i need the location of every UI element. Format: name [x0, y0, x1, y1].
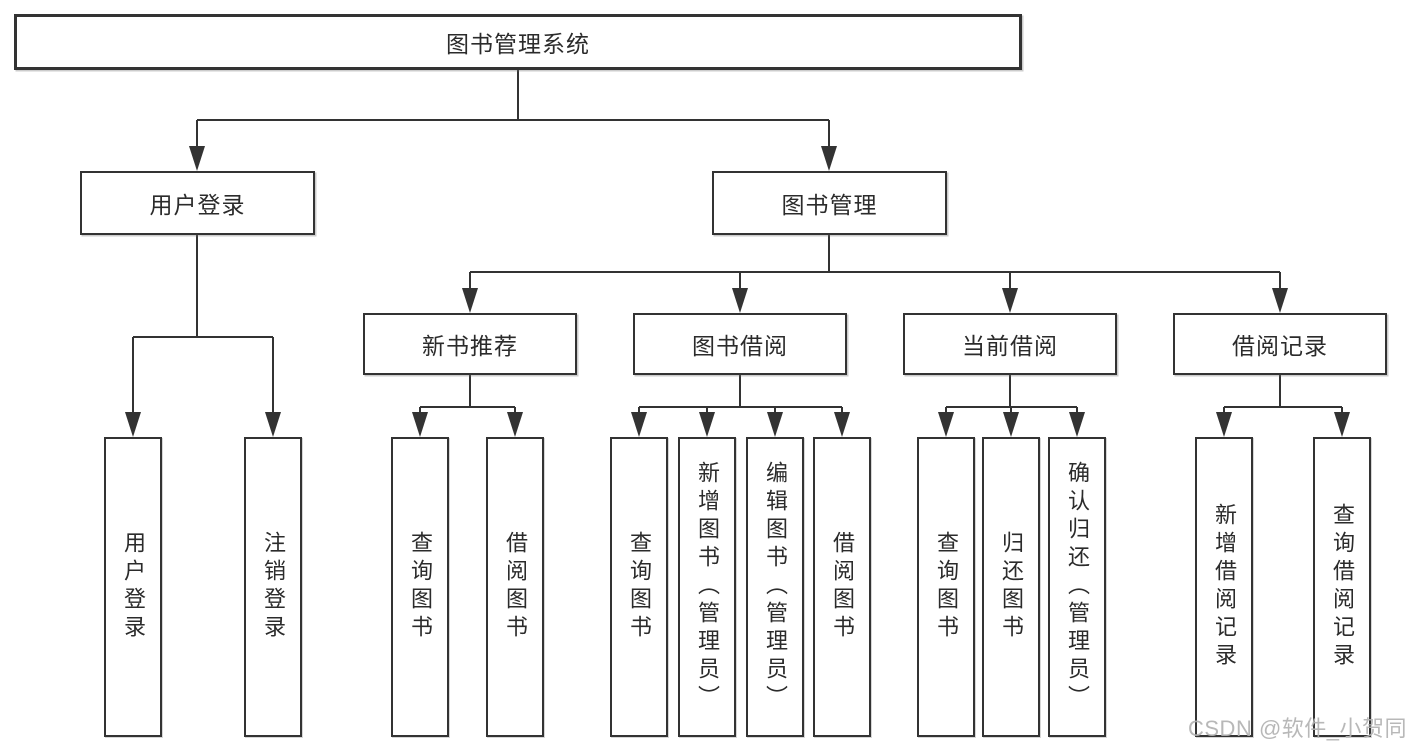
- leaf-user-login-label: 用户登录: [121, 531, 146, 643]
- arrow-down-icon: [699, 412, 715, 437]
- arrow-down-icon: [767, 412, 783, 437]
- leaf-br-query-record: 查询借阅记录: [1313, 437, 1371, 737]
- leaf-bb-add-books-admin-label: 新增图书（管理员）: [695, 461, 720, 713]
- arrow-down-icon: [265, 412, 281, 437]
- arrow-down-icon: [125, 412, 141, 437]
- leaf-cb-query-books: 查询图书: [917, 437, 975, 737]
- leaf-bb-add-books-admin: 新增图书（管理员）: [678, 437, 736, 737]
- leaf-bb-borrow-books-label: 借阅图书: [830, 531, 855, 643]
- node-library-management-system-label: 图书管理系统: [446, 31, 590, 57]
- leaf-br-add-record-label: 新增借阅记录: [1212, 503, 1237, 671]
- arrow-down-icon: [462, 288, 478, 313]
- leaf-bb-edit-books-admin-label: 编辑图书（管理员）: [763, 461, 788, 713]
- node-current-borrow-label: 当前借阅: [962, 333, 1058, 359]
- leaf-nbr-query-books: 查询图书: [391, 437, 449, 737]
- leaf-nbr-query-books-label: 查询图书: [408, 531, 433, 643]
- node-new-book-recommend: 新书推荐: [363, 313, 577, 375]
- leaf-bb-query-books-label: 查询图书: [627, 531, 652, 643]
- node-book-borrow: 图书借阅: [633, 313, 847, 375]
- leaf-br-query-record-label: 查询借阅记录: [1330, 503, 1355, 671]
- arrow-down-icon: [631, 412, 647, 437]
- leaf-cb-confirm-return-admin: 确认归还（管理员）: [1048, 437, 1106, 737]
- node-user-login-label: 用户登录: [149, 192, 246, 218]
- leaf-bb-edit-books-admin: 编辑图书（管理员）: [746, 437, 804, 737]
- node-library-management-system: 图书管理系统: [14, 14, 1022, 70]
- node-book-management-label: 图书管理: [781, 192, 878, 218]
- arrow-down-icon: [938, 412, 954, 437]
- node-book-management: 图书管理: [712, 171, 947, 235]
- arrowheads: [125, 146, 1350, 437]
- leaf-bb-borrow-books: 借阅图书: [813, 437, 871, 737]
- leaf-bb-query-books: 查询图书: [610, 437, 668, 737]
- leaf-nbr-borrow-books-label: 借阅图书: [503, 531, 528, 643]
- arrow-down-icon: [1002, 288, 1018, 313]
- connector-lines: [132, 70, 1343, 414]
- arrow-down-icon: [1334, 412, 1350, 437]
- node-book-borrow-label: 图书借阅: [692, 333, 788, 359]
- leaf-cb-return-books-label: 归还图书: [999, 531, 1024, 643]
- arrow-down-icon: [732, 288, 748, 313]
- arrow-down-icon: [1216, 412, 1232, 437]
- node-new-book-recommend-label: 新书推荐: [422, 333, 518, 359]
- arrow-down-icon: [189, 146, 205, 171]
- node-borrow-record-label: 借阅记录: [1232, 333, 1328, 359]
- arrow-down-icon: [507, 412, 523, 437]
- arrow-down-icon: [1003, 412, 1019, 437]
- arrow-down-icon: [821, 146, 837, 171]
- csdn-watermark: CSDN @软件_小贺同学: [1188, 716, 1405, 741]
- node-borrow-record: 借阅记录: [1173, 313, 1387, 375]
- leaf-nbr-borrow-books: 借阅图书: [486, 437, 544, 737]
- arrow-down-icon: [1069, 412, 1085, 437]
- leaf-logout-label: 注销登录: [261, 531, 286, 643]
- arrow-down-icon: [412, 412, 428, 437]
- node-current-borrow: 当前借阅: [903, 313, 1117, 375]
- arrow-down-icon: [834, 412, 850, 437]
- leaf-logout: 注销登录: [244, 437, 302, 737]
- node-user-login: 用户登录: [80, 171, 315, 235]
- leaf-cb-return-books: 归还图书: [982, 437, 1040, 737]
- leaf-br-add-record: 新增借阅记录: [1195, 437, 1253, 737]
- leaf-cb-query-books-label: 查询图书: [934, 531, 959, 643]
- leaf-user-login: 用户登录: [104, 437, 162, 737]
- leaf-cb-confirm-return-admin-label: 确认归还（管理员）: [1065, 461, 1090, 713]
- arrow-down-icon: [1272, 288, 1288, 313]
